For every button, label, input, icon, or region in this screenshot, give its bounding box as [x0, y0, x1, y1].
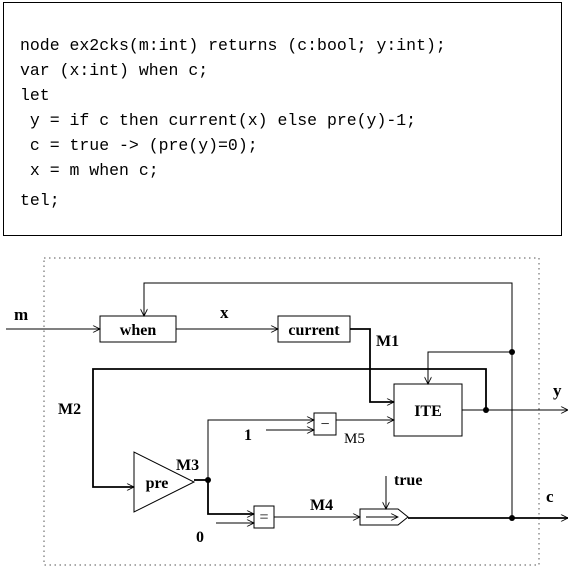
true-label: true — [394, 472, 422, 489]
code-line-2: var (x:int) when c; — [20, 61, 209, 80]
output-c-label: c — [546, 487, 554, 506]
current-label: current — [288, 322, 340, 339]
code-line-1: node ex2cks(m:int) returns (c:bool; y:in… — [20, 36, 446, 55]
wire-x-label: x — [220, 303, 229, 322]
pre-label: pre — [146, 475, 169, 492]
minus-block — [313, 412, 337, 436]
wire-clock-feedback — [144, 282, 513, 518]
constant-one-label: 1 — [244, 427, 252, 444]
wire-M2 — [92, 368, 487, 487]
code-line-7: tel; — [20, 191, 60, 210]
constant-zero-label: 0 — [196, 529, 204, 546]
wire-M3-label: M3 — [176, 457, 199, 474]
wire-ite-condition — [428, 351, 512, 384]
output-y-label: y — [553, 381, 562, 400]
when-label: when — [120, 322, 157, 339]
junction-c-top — [509, 349, 515, 355]
wire-M4-label: M4 — [310, 497, 333, 514]
code-line-4: y = if c then current(x) else pre(y)-1; — [20, 111, 417, 130]
wire-M3-to-minus — [207, 420, 314, 480]
junction-c-bottom — [509, 515, 515, 521]
minus-label: − — [320, 416, 329, 433]
input-m-label: m — [14, 305, 28, 324]
wire-M1 — [350, 328, 394, 402]
code-listing: node ex2cks(m:int) returns (c:bool; y:in… — [3, 2, 562, 236]
node-boundary — [43, 257, 540, 566]
code-line-6: x = m when c; — [20, 161, 159, 180]
equal-label: = — [259, 509, 268, 526]
ite-label: ITE — [414, 403, 442, 420]
ite-block — [393, 383, 463, 437]
pre-block — [133, 451, 196, 513]
wire-M2-label: M2 — [58, 401, 81, 418]
wire-M3-to-equal — [207, 480, 254, 514]
code-line-5: c = true -> (pre(y)=0); — [20, 136, 258, 155]
code-line-3: let — [20, 86, 50, 105]
wire-M1-label: M1 — [376, 333, 399, 350]
wire-M5-label: M5 — [344, 431, 365, 447]
